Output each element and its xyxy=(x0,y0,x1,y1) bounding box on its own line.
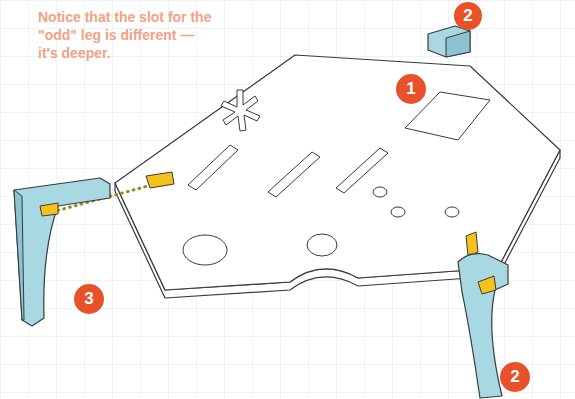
callout-number: 2 xyxy=(500,362,530,392)
leg-notch xyxy=(478,276,496,294)
large-hole xyxy=(183,235,227,265)
leg-part xyxy=(428,26,470,57)
leg-part-side xyxy=(446,31,470,57)
slot-cutout xyxy=(188,145,238,190)
callout-number: 3 xyxy=(74,284,104,314)
odd-leg xyxy=(14,178,110,326)
leg-slot xyxy=(466,232,478,256)
deep-slot xyxy=(146,172,174,188)
slot-cutout xyxy=(336,148,388,193)
slot-cutout xyxy=(268,152,320,197)
base-plate xyxy=(115,55,560,290)
note-text: Notice that the slot for the "odd" leg i… xyxy=(38,8,216,62)
leg-side xyxy=(14,190,24,320)
small-hole xyxy=(373,187,387,197)
small-hole xyxy=(445,207,459,217)
small-hole xyxy=(391,207,405,217)
callout-number: 2 xyxy=(454,2,482,30)
callout-number: 1 xyxy=(396,74,426,104)
star-cutout xyxy=(221,90,260,131)
hole xyxy=(307,234,337,256)
leg-notch xyxy=(40,203,58,216)
